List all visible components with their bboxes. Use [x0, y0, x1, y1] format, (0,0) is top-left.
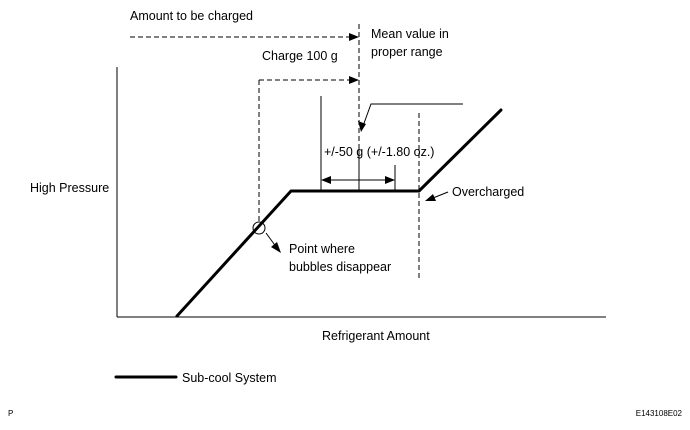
- charge-100g-arrow: [258, 76, 359, 222]
- tolerance-double-arrow: [321, 176, 395, 184]
- bubbles-disappear-marker: [252, 221, 266, 235]
- corner-p-mark: P: [8, 409, 13, 418]
- legend: Sub-cool System: [114, 371, 276, 385]
- axes: [116, 67, 606, 318]
- mean-value-leader: [358, 103, 463, 132]
- mean-value-label-line1: Mean value in: [371, 27, 449, 41]
- legend-sub-cool-label: Sub-cool System: [182, 371, 276, 385]
- tolerance-label: +/-50 g (+/-1.80 oz.): [324, 145, 434, 159]
- point-where-label-line2: bubbles disappear: [289, 260, 391, 274]
- amount-to-be-charged-arrow: [130, 33, 359, 41]
- point-where-label-line1: Point where: [289, 242, 355, 256]
- high-pressure-label: High Pressure: [30, 181, 109, 195]
- mean-value-label-line2: proper range: [371, 45, 443, 59]
- overcharged-label: Overcharged: [452, 185, 524, 199]
- bubbles-disappear-leader: [265, 232, 281, 253]
- refrigerant-amount-label: Refrigerant Amount: [322, 329, 430, 343]
- overcharged-leader: [425, 191, 449, 201]
- amount-to-be-charged-label: Amount to be charged: [130, 9, 253, 23]
- figure-code: E143108E02: [636, 409, 683, 418]
- charge-100g-label: Charge 100 g: [262, 49, 338, 63]
- sub-cool-curve: [175, 108, 503, 318]
